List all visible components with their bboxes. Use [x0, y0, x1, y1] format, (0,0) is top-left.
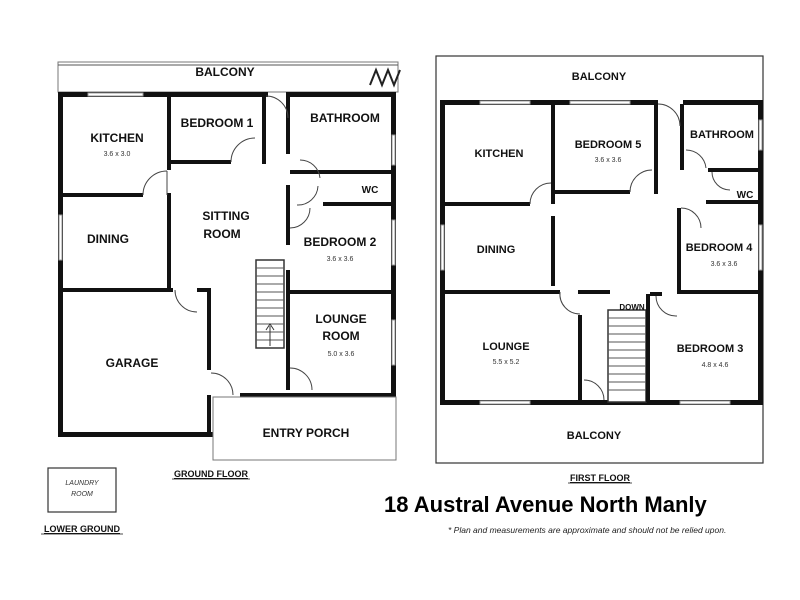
ground-lounge-room-label-1: LOUNGE [315, 312, 366, 326]
first-bedroom3-label: BEDROOM 3 [677, 343, 744, 355]
first-floor-title: FIRST FLOOR [570, 473, 630, 483]
ground-dining-label: DINING [87, 232, 129, 246]
first-wc-label: WC [737, 190, 754, 201]
ground-lounge-dimensions: 5.0 x 3.6 [328, 351, 355, 358]
first-bedroom3-dimensions: 4.8 x 4.6 [702, 362, 729, 369]
ground-sitting-room-label-2: ROOM [203, 227, 240, 241]
first-kitchen-label: KITCHEN [475, 148, 524, 160]
first-balcony-bottom-label: BALCONY [567, 430, 622, 442]
property-address: 18 Austral Avenue North Manly [384, 492, 707, 517]
first-bedroom4-dimensions: 3.6 x 3.6 [711, 261, 738, 268]
first-floor-frame [435, 55, 764, 464]
ground-entry-porch-label: ENTRY PORCH [263, 426, 350, 440]
ground-garage-label: GARAGE [106, 356, 159, 370]
ground-floor-plan: KITCHEN 3.6 x 3.0 BEDROOM 1 BATHROOM WC … [57, 61, 401, 461]
first-balcony-top-label: BALCONY [572, 71, 627, 83]
ground-wall-top [58, 92, 268, 97]
ground-balcony-label: BALCONY [195, 65, 254, 79]
first-stairs-down-label: DOWN [619, 303, 645, 312]
ground-bedroom1-label: BEDROOM 1 [181, 116, 254, 130]
entry-porch-outline [212, 396, 397, 461]
first-floor-plan: BALCONY KITCHEN BEDROOM 5 3.6 x 3.6 BATH… [435, 55, 764, 464]
ground-wc-label: WC [362, 185, 379, 196]
laundry-room-label-1: LAUNDRY [65, 480, 100, 487]
first-lounge-label: LOUNGE [482, 341, 529, 353]
ground-kitchen-label: KITCHEN [90, 131, 143, 145]
first-bedroom4-label: BEDROOM 4 [686, 242, 754, 254]
lower-ground-title: LOWER GROUND [44, 524, 120, 534]
first-bathroom-label: BATHROOM [690, 129, 754, 141]
first-lounge-dimensions: 5.5 x 5.2 [493, 359, 520, 366]
ground-bedroom2-label: BEDROOM 2 [304, 235, 377, 249]
ground-floor-title: GROUND FLOOR [174, 469, 248, 479]
ground-kitchen-dimensions: 3.6 x 3.0 [104, 151, 131, 158]
disclaimer-note: * Plan and measurements are approximate … [448, 525, 727, 535]
ground-wall-left [58, 92, 63, 437]
laundry-room-label-2: ROOM [71, 491, 93, 498]
first-bedroom5-dimensions: 3.6 x 3.6 [595, 157, 622, 164]
ground-sitting-room-label-1: SITTING [202, 209, 249, 223]
ground-lounge-room-label-2: ROOM [322, 329, 359, 343]
ground-balcony-outline [57, 61, 399, 93]
first-bedroom5-label: BEDROOM 5 [575, 139, 642, 151]
laundry-room-outline [47, 467, 117, 513]
ground-wall-bottom [58, 432, 213, 437]
ground-bathroom-label: BATHROOM [310, 111, 380, 125]
ground-bedroom2-dimensions: 3.6 x 3.6 [327, 256, 354, 263]
first-dining-label: DINING [477, 244, 516, 256]
